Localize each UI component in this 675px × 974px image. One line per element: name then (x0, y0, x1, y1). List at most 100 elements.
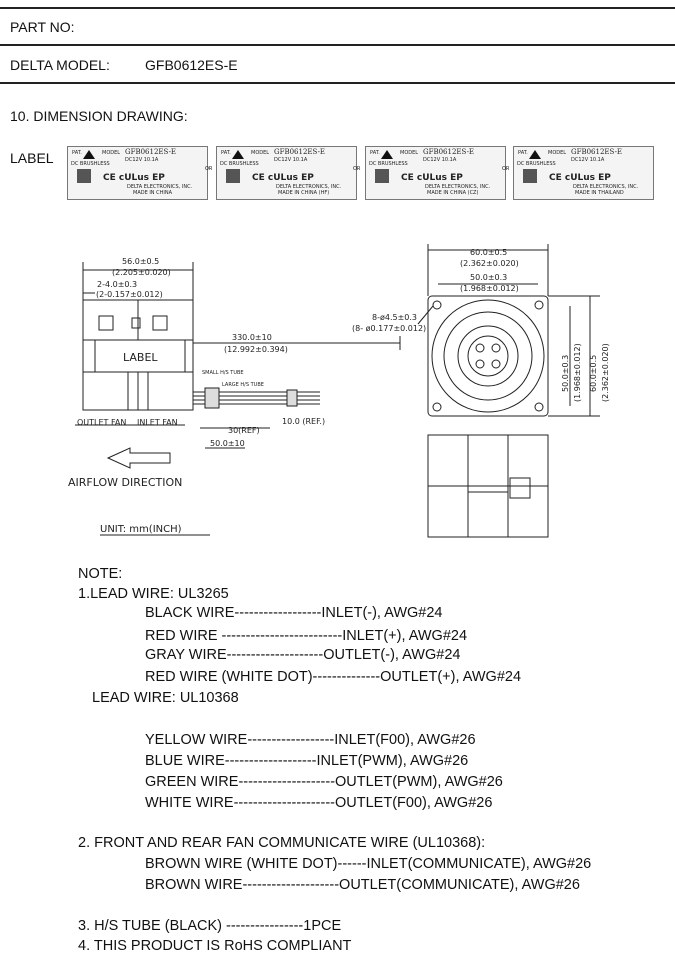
lead-wire-1: 1.LEAD WIRE: UL3265 (78, 586, 229, 602)
label-pat: PAT. (72, 150, 82, 156)
large-tube-label: LARGE H/S TUBE (222, 382, 264, 388)
side-h1-inch: (1.968±0.012) (573, 343, 582, 402)
dim-small: 2-4.0±0.3 (97, 280, 137, 289)
rule-2 (0, 44, 675, 46)
label-maker: DELTA ELECTRONICS, INC. (573, 184, 639, 190)
qr-code-icon (523, 169, 537, 183)
label-model-label: MODEL (400, 150, 418, 156)
delta-logo-icon (381, 150, 393, 159)
front-hole: 50.0±0.3 (470, 273, 507, 282)
label-origin: MADE IN CHINA (133, 190, 173, 196)
delta-logo-icon (232, 150, 244, 159)
airflow-arrow-icon (106, 447, 171, 469)
inlet-fan-label: INLET FAN (137, 418, 178, 427)
wire-line: BROWN WIRE--------------------OUTLET(COM… (145, 877, 580, 893)
dim-width: 56.0±0.5 (122, 257, 159, 266)
front-w: 60.0±0.5 (470, 248, 507, 257)
mount-hole-icon (534, 402, 544, 412)
label-dc: DC BRUSHLESS (517, 161, 556, 167)
label-maker: DELTA ELECTRONICS, INC. (425, 184, 491, 190)
label-pat: PAT. (221, 150, 231, 156)
label-dc: DC BRUSHLESS (220, 161, 259, 167)
airflow-label: AIRFLOW DIRECTION (68, 476, 182, 489)
delta-logo-icon (83, 150, 95, 159)
label-card-1: PAT. MODEL GFB0612ES-E DC12V 10.1A DC BR… (71, 148, 193, 196)
side-h1: 50.0±0.3 (561, 355, 570, 392)
lead-length: 330.0±10 (232, 333, 272, 342)
or-text: OR (353, 166, 361, 172)
model-label: DELTA MODEL: (10, 57, 110, 73)
unit-label: UNIT: mm(INCH) (100, 524, 182, 535)
label-card-4: PAT. MODEL GFB0612ES-E DC12V 10.1A DC BR… (517, 148, 639, 196)
or-text: OR (205, 166, 213, 172)
ref-10: 10.0 (REF.) (282, 417, 325, 426)
label-mark: CE cULus EP (549, 173, 611, 183)
label-model: GFB0612ES-E (125, 148, 176, 156)
label-pat: PAT. (518, 150, 528, 156)
label-maker: DELTA ELECTRONICS, INC. (127, 184, 193, 190)
wire-line: YELLOW WIRE------------------INLET(F00),… (145, 732, 476, 748)
front-hole-inch: (1.968±0.012) (460, 284, 519, 293)
side-h2-inch: (2.362±0.020) (601, 343, 610, 402)
label-rating: DC12V 10.1A (423, 157, 457, 163)
front-view (417, 244, 600, 538)
label-origin: MADE IN THAILAND (575, 190, 624, 196)
dim-50: 50.0±10 (210, 439, 245, 448)
dimension-drawing-svg: PAT. MODEL GFB0612ES-E DC12V 10.1A DC BR… (68, 148, 639, 538)
label-pat: PAT. (370, 150, 380, 156)
note-4: 4. THIS PRODUCT IS RoHS COMPLIANT (78, 938, 352, 954)
label-model: GFB0612ES-E (274, 148, 325, 156)
or-text: OR (502, 166, 510, 172)
hole-dia: 8-ø4.5±0.3 (372, 313, 417, 322)
wire-line: BLUE WIRE-------------------INLET(PWM), … (145, 753, 469, 769)
label-heading: LABEL (10, 150, 54, 166)
outlet-fan-label: OUTLET FAN (77, 418, 126, 427)
qr-code-icon (226, 169, 240, 183)
label-model-label: MODEL (548, 150, 566, 156)
label-card-3: PAT. MODEL GFB0612ES-E DC12V 10.1A DC BR… (369, 148, 491, 196)
wire-line: BROWN WIRE (WHITE DOT)------INLET(COMMUN… (145, 856, 592, 872)
label-maker: DELTA ELECTRONICS, INC. (276, 184, 342, 190)
wire-line: RED WIRE -------------------------INLET(… (145, 628, 468, 644)
label-model: GFB0612ES-E (571, 148, 622, 156)
front-w-inch: (2.362±0.020) (460, 259, 519, 268)
mount-hole-icon (534, 300, 544, 310)
body-label: LABEL (123, 351, 158, 364)
note-3: 3. H/S TUBE (BLACK) ----------------1PCE (78, 918, 342, 934)
lead-length-inch: (12.992±0.394) (224, 345, 288, 354)
ref-30: 30(REF) (228, 426, 260, 435)
label-dc: DC BRUSHLESS (71, 161, 110, 167)
dim-width-inch: (2.205±0.020) (112, 268, 171, 277)
label-model: GFB0612ES-E (423, 148, 474, 156)
hole-dia-inch: (8- ø0.177±0.012) (352, 324, 426, 333)
wire-line: RED WIRE (WHITE DOT)--------------OUTLET… (145, 669, 522, 685)
dim-small-inch: (2-0.157±0.012) (96, 290, 163, 299)
wire-line: GRAY WIRE--------------------OUTLET(-), … (145, 647, 461, 663)
label-model-label: MODEL (251, 150, 269, 156)
lead-wire-2: LEAD WIRE: UL10368 (92, 690, 239, 706)
model-value: GFB0612ES-E (145, 57, 238, 73)
label-card-contents: PAT. MODEL GFB0612ES-E DC12V 10.1A DC BR… (71, 148, 639, 196)
qr-code-icon (375, 169, 389, 183)
label-origin: MADE IN CHINA (HF) (278, 190, 329, 196)
label-origin: MADE IN CHINA (CZ) (427, 190, 478, 196)
label-rating: DC12V 10.1A (571, 157, 605, 163)
section-title: 10. DIMENSION DRAWING: (10, 108, 188, 124)
small-tube-label: SMALL H/S TUBE (202, 370, 244, 376)
rule-3 (0, 82, 675, 84)
label-model-label: MODEL (102, 150, 120, 156)
drawing-text: 56.0±0.5 (2.205±0.020) 2-4.0±0.3 (2-0.15… (68, 248, 610, 535)
label-rating: DC12V 10.1A (125, 157, 159, 163)
side-h2: 60.0±0.5 (589, 355, 598, 392)
note-2: 2. FRONT AND REAR FAN COMMUNICATE WIRE (… (78, 835, 486, 851)
side-view (75, 262, 401, 536)
label-rating: DC12V 10.1A (274, 157, 308, 163)
wire-line: BLACK WIRE------------------INLET(-), AW… (145, 605, 443, 621)
label-card-2: PAT. MODEL GFB0612ES-E DC12V 10.1A DC BR… (220, 148, 342, 196)
body-label-box (94, 339, 186, 373)
mount-hole-icon (432, 300, 442, 310)
top-rule (0, 7, 675, 9)
label-mark: CE cULus EP (103, 173, 165, 183)
label-mark: CE cULus EP (401, 173, 463, 183)
qr-code-icon (77, 169, 91, 183)
